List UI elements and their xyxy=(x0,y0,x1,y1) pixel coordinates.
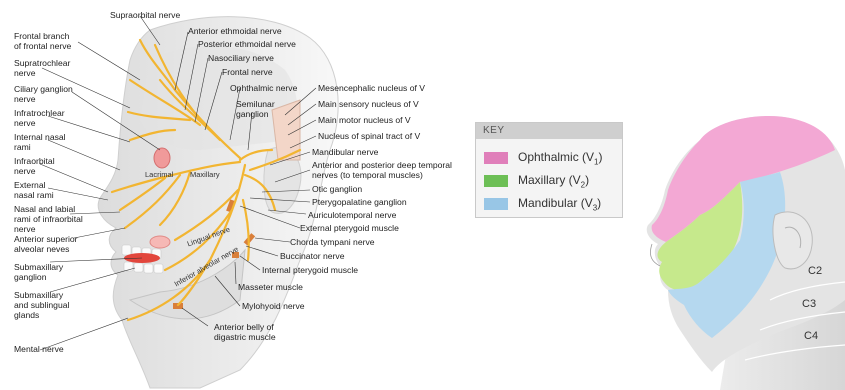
label-internal-nasal: Internal nasal rami xyxy=(14,132,66,152)
label-spinal-tract: Nucleus of spinal tract of V xyxy=(318,131,420,141)
label-mandibular-nerve: Mandibular nerve xyxy=(312,147,378,157)
label-external-nasal: External nasal rami xyxy=(14,180,54,200)
label-lacrimal: Lacrimal xyxy=(145,170,173,179)
label-anterior-digastric: Anterior belly of digastric muscle xyxy=(214,322,276,342)
label-submaxillary-ganglion: Submaxillary ganglion xyxy=(14,262,63,282)
label-c4: C4 xyxy=(804,330,818,342)
label-anterior-superior: Anterior superior alveolar neves xyxy=(14,234,78,254)
label-otic-ganglion: Otic ganglion xyxy=(312,184,362,194)
label-main-motor: Main motor nucleus of V xyxy=(318,115,411,125)
label-external-pterygoid: External pterygoid muscle xyxy=(300,223,399,233)
key-header: KEY xyxy=(476,123,622,139)
right-ear xyxy=(773,212,812,269)
label-buccinator: Buccinator nerve xyxy=(280,251,345,261)
label-c2: C2 xyxy=(808,265,822,277)
color-key: KEY Ophthalmic (V1) Maxillary (V2) Mandi… xyxy=(475,122,623,218)
label-ophthalmic-nerve: Ophthalmic nerve xyxy=(230,83,297,93)
label-internal-pterygoid: Internal pterygoid muscle xyxy=(262,265,358,275)
swatch-ophthalmic xyxy=(484,152,508,164)
label-pterygopalatine: Pterygopalatine ganglion xyxy=(312,197,407,207)
label-infratrochlear: Infratrochlear nerve xyxy=(14,108,65,128)
label-mesencephalic: Mesencephalic nucleus of V xyxy=(318,83,425,93)
label-masseter: Masseter muscle xyxy=(238,282,303,292)
label-auriculotemporal: Auriculotemporal nerve xyxy=(308,210,396,220)
label-anterior-ethmoidal: Anterior ethmoidal nerve xyxy=(188,26,282,36)
key-label-maxillary: Maxillary (V xyxy=(518,173,581,187)
swatch-maxillary xyxy=(484,175,508,187)
label-frontal-nerve: Frontal nerve xyxy=(222,67,273,77)
key-label-ophthalmic: Ophthalmic (V xyxy=(518,150,594,164)
label-mental-nerve: Mental nerve xyxy=(14,344,64,354)
label-chorda-tympani: Chorda tympani nerve xyxy=(290,237,375,247)
label-nasal-labial: Nasal and labial rami of infraorbital ne… xyxy=(14,204,83,234)
swatch-mandibular xyxy=(484,198,508,210)
label-supratrochlear: Supratrochlear nerve xyxy=(14,58,70,78)
key-label-mandibular: Mandibular (V xyxy=(518,196,593,210)
label-c3: C3 xyxy=(802,298,816,310)
label-semilunar-ganglion: Semilunar ganglion xyxy=(236,99,275,119)
label-infraorbital: Infraorbital nerve xyxy=(14,156,55,176)
label-frontal-branch: Frontal branch of frontal nerve xyxy=(14,31,71,51)
label-maxillary: Maxillary xyxy=(190,170,220,179)
label-deep-temporal: Anterior and posterior deep temporal ner… xyxy=(312,160,452,180)
label-mylohyoid: Mylohyoid nerve xyxy=(242,301,305,311)
label-submaxillary-glands: Submaxillary and sublingual glands xyxy=(14,290,69,320)
label-posterior-ethmoidal: Posterior ethmoidal nerve xyxy=(198,39,296,49)
label-nasociliary: Nasociliary nerve xyxy=(208,53,274,63)
label-supraorbital: Supraorbital nerve xyxy=(110,10,180,20)
key-title: KEY xyxy=(483,125,505,136)
label-main-sensory: Main sensory nucleus of V xyxy=(318,99,419,109)
label-ciliary-ganglion: Ciliary ganglion nerve xyxy=(14,84,73,104)
